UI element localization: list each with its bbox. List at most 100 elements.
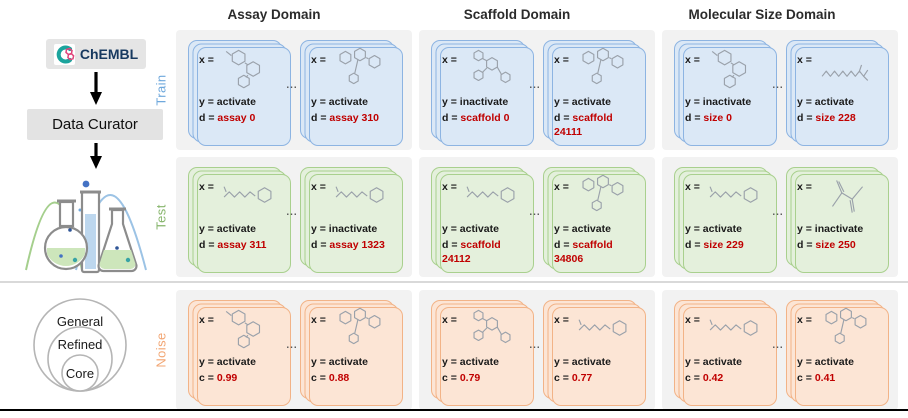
annotation-key: d =	[311, 239, 330, 251]
annotation-key: c =	[554, 372, 572, 384]
ellipsis-more-samples: ...	[772, 207, 784, 218]
molecule-structure-drawing	[339, 47, 381, 85]
x-label: x =	[554, 314, 569, 326]
x-label: x =	[311, 314, 326, 326]
annotation-key: c =	[199, 372, 217, 384]
panel-noise-col2: x = y = activate c = 0.79 x = y = activate c …	[419, 290, 655, 410]
figure-bottom-border	[0, 409, 908, 411]
x-label: x =	[199, 314, 214, 326]
x-label: x =	[442, 314, 457, 326]
sample-card: x = y = activate c = 0.77	[543, 300, 637, 399]
annotation-line: d = size 228	[797, 112, 875, 126]
x-label: x =	[797, 314, 812, 326]
y-label: y = activate	[554, 356, 611, 368]
y-label: y = inactivate	[442, 96, 509, 108]
distribution-flasks-icon	[25, 180, 147, 274]
y-label: y = activate	[685, 356, 742, 368]
sample-card: x = y = activate d = assay 310	[300, 40, 394, 139]
molecule-structure-drawing	[339, 307, 381, 345]
annotation-key: c =	[685, 372, 703, 384]
annotation-line: c = 0.88	[311, 372, 389, 386]
down-arrow-icon	[90, 143, 102, 169]
noise-section-divider	[0, 281, 908, 283]
annotation-key: d =	[797, 112, 816, 124]
ellipsis-more-samples: ...	[529, 207, 541, 218]
annotation-line: c = 0.77	[554, 372, 632, 386]
annotation-key: d =	[199, 112, 218, 124]
x-label: x =	[797, 181, 812, 193]
y-label: y = activate	[311, 356, 368, 368]
sample-card: x = y = activate c = 0.99	[188, 300, 282, 399]
y-label: y = inactivate	[311, 223, 378, 235]
y-label: y = activate	[554, 96, 611, 108]
annotation-line: d = scaffold 34806	[554, 239, 632, 266]
annotation-key: d =	[554, 112, 573, 124]
molecule-structure-drawing	[582, 47, 624, 85]
y-label: y = activate	[311, 96, 368, 108]
molecule-structure-drawing	[825, 307, 867, 345]
annotation-line: d = assay 1323	[311, 239, 389, 253]
annotation-value: 0.42	[702, 372, 724, 384]
ellipsis-more-samples: ...	[286, 207, 298, 218]
annotation-line: d = assay 0	[199, 112, 277, 126]
sample-card: x = y = activate c = 0.79	[431, 300, 525, 399]
annotation-line: c = 0.99	[199, 372, 277, 386]
row-label-train: Train	[153, 74, 169, 106]
annotation-value: size 250	[815, 239, 856, 251]
sample-card: x = y = activate c = 0.88	[300, 300, 394, 399]
ellipsis-more-samples: ...	[772, 80, 784, 91]
column-header-assay-domain: Assay Domain	[227, 7, 321, 22]
row-label-test: Test	[153, 204, 169, 230]
annotation-key: d =	[311, 112, 330, 124]
y-label: y = inactivate	[685, 96, 752, 108]
annotation-value: scaffold 0	[460, 112, 510, 124]
x-label: x =	[685, 314, 700, 326]
annotation-value: size 0	[703, 112, 732, 124]
chembl-badge: ChEMBL	[46, 39, 146, 69]
x-label: x =	[685, 181, 700, 193]
y-label: y = activate	[442, 356, 499, 368]
venn-label-refined: Refined	[58, 337, 103, 352]
annotation-key: d =	[442, 112, 461, 124]
ellipsis-more-samples: ...	[286, 340, 298, 351]
dataset-venn-circles: General Refined Core	[33, 298, 127, 392]
sample-card: x = y = activate c = 0.42	[674, 300, 768, 399]
molecule-structure-drawing	[582, 174, 624, 212]
sample-card: x = y = inactivate d = assay 1323	[300, 167, 394, 266]
annotation-line: c = 0.41	[797, 372, 875, 386]
annotation-line: d = scaffold 24111	[554, 112, 632, 139]
molecule-structure-drawing	[335, 186, 384, 203]
ellipsis-more-samples: ...	[286, 80, 298, 91]
y-label: y = inactivate	[797, 223, 864, 235]
y-label: y = activate	[199, 356, 256, 368]
x-label: x =	[199, 54, 214, 66]
molecule-structure-drawing	[225, 49, 261, 89]
x-label: x =	[311, 54, 326, 66]
x-label: x =	[311, 181, 326, 193]
venn-label-general: General	[57, 314, 103, 329]
annotation-key: d =	[442, 239, 461, 251]
molecule-structure-drawing	[578, 319, 627, 336]
molecule-structure-drawing	[466, 186, 515, 203]
molecule-structure-drawing	[711, 49, 747, 89]
molecule-structure-drawing	[831, 180, 864, 213]
x-label: x =	[685, 54, 700, 66]
column-header-scaffold-domain: Scaffold Domain	[463, 7, 571, 22]
annotation-value: 0.77	[571, 372, 593, 384]
annotation-value: 0.79	[459, 372, 481, 384]
annotation-line: c = 0.79	[442, 372, 520, 386]
annotation-value: 0.41	[814, 372, 836, 384]
annotation-line: d = scaffold 0	[442, 112, 520, 126]
annotation-value: assay 310	[329, 112, 380, 124]
annotation-key: c =	[797, 372, 815, 384]
